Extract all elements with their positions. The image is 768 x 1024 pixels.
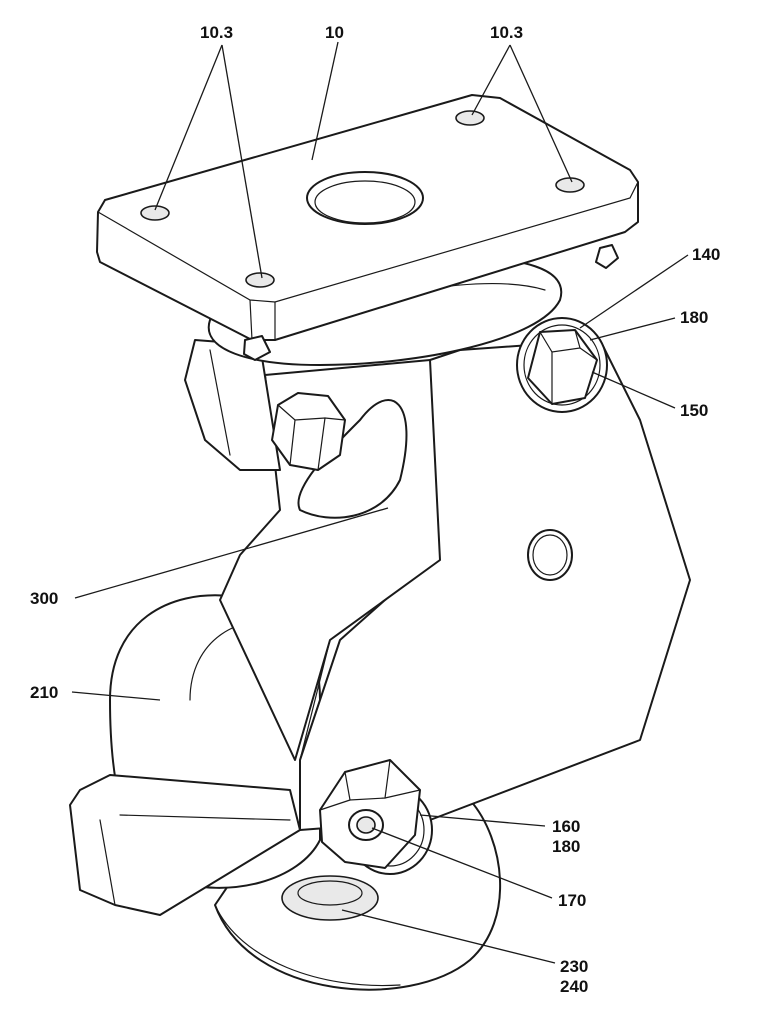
label-washer-lower: 160 [552,817,580,836]
label-axle: 170 [558,891,586,910]
hole-front-right [555,177,585,193]
left-bolt-assembly [271,392,346,471]
label-holes-left: 10.3 [200,23,233,42]
mounting-plate [96,94,639,361]
label-washer-upper: 140 [692,245,720,264]
bracket [69,339,691,916]
hub-bearing [281,875,379,921]
label-bolt-upper: 150 [680,401,708,420]
label-holes-right: 10.3 [490,23,523,42]
label-bracket: 300 [30,589,58,608]
label-nut-lower: 180 [552,837,580,856]
label-nut-upper: 180 [680,308,708,327]
label-bearing: 240 [560,977,588,996]
reference-labels: 10.3 10 10.3 140 180 150 300 210 160 180… [30,23,720,996]
label-wheel: 210 [30,683,58,702]
hole-front-left [140,205,170,221]
label-hub: 230 [560,957,588,976]
hole-rear-left [245,272,275,288]
hole-rear-right [455,110,485,126]
upper-bolt-assembly [516,317,608,413]
label-mounting-plate: 10 [325,23,344,42]
leader-lines [71,41,689,964]
lower-axle-assembly [319,759,433,875]
